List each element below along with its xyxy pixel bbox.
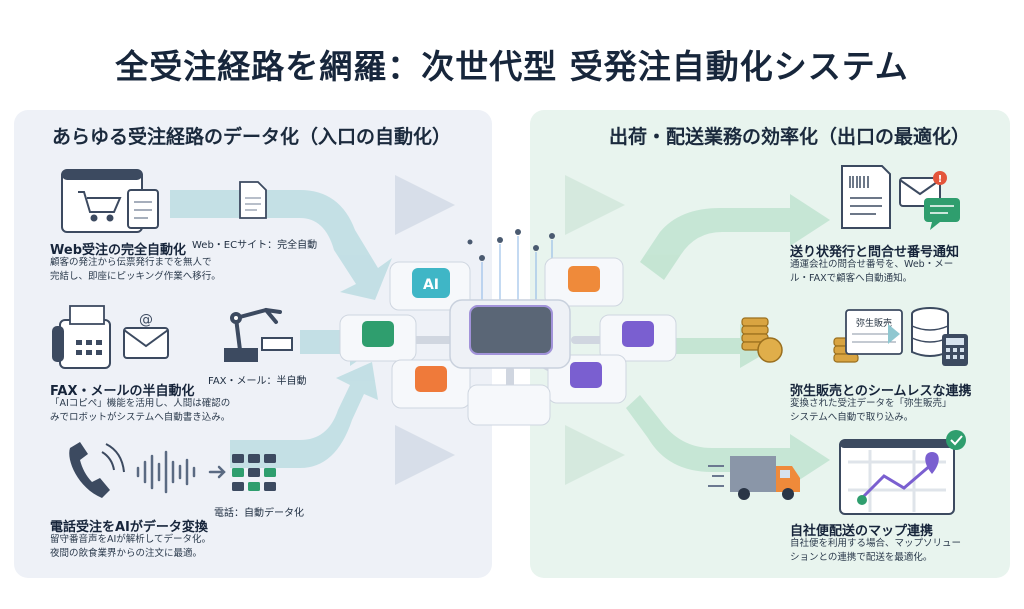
annotation-phone: 電話：自動データ化 xyxy=(214,508,304,519)
arrow-icon xyxy=(888,324,900,344)
yayoi-tag: 弥生販売 xyxy=(856,317,892,329)
item-desc-yayoi: 変換された受注データを「弥生販売」 システムへ自動で取り込み。 xyxy=(790,398,952,423)
settings-chip-icon xyxy=(570,362,602,388)
item-heading-label: 送り状発行と問合せ番号通知 xyxy=(790,245,960,260)
coins-icon xyxy=(741,317,859,363)
item-heading-fax: FAX・メールの半自動化 xyxy=(50,384,195,399)
document-chip-icon xyxy=(622,321,654,347)
map-icon xyxy=(839,430,966,515)
item-desc-fax: 「AIコピペ」機能を活用し、人間は確認の みでロボットがシステムへ自動書き込み。 xyxy=(50,398,231,423)
fax-icon xyxy=(52,305,111,369)
item-heading-web: Web受注の完全自動化 xyxy=(50,243,186,258)
item-desc-phone: 留守番音声をAIが解析してデータ化。 夜間の飲食業界からの注文に最適。 xyxy=(50,534,212,559)
cart-icon xyxy=(78,191,122,222)
annotation-fax: FAX・メール：半自動 xyxy=(208,376,307,387)
robot-arm-icon xyxy=(224,308,293,362)
svg-text:!: ! xyxy=(938,174,943,185)
document-icon xyxy=(239,181,267,219)
flow-arrow-map xyxy=(626,395,830,486)
right-panel-title: 出荷・配送業務の効率化（出口の最適化） xyxy=(609,126,971,148)
edit-chip-icon xyxy=(415,366,447,392)
input-chip-icon xyxy=(362,321,394,347)
output-chip-icon xyxy=(568,266,600,292)
flow-arrow-phone xyxy=(230,362,378,468)
item-heading-phone: 電話受注をAIがデータ変換 xyxy=(50,520,208,535)
mail-icon: @ xyxy=(123,312,169,359)
ai-chip-icon xyxy=(412,268,450,298)
flow-arrow-web xyxy=(170,190,392,300)
label-icon xyxy=(841,165,891,229)
calculator-icon xyxy=(942,334,968,366)
chat-icon xyxy=(924,198,960,230)
browser-cart-illustration xyxy=(61,169,159,233)
item-desc-web: 顧客の発注から伝票発行までを無人で 完結し、即座にピッキング作業へ移行。 xyxy=(50,257,221,282)
annotation-web: Web・ECサイト：完全自動 xyxy=(192,240,318,251)
flow-arrow-label xyxy=(640,194,830,280)
phone-icon xyxy=(69,442,125,498)
item-heading-yayoi: 弥生販売とのシームレスな連携 xyxy=(790,384,972,399)
processing-hub: AI xyxy=(339,229,677,426)
truck-icon xyxy=(708,456,800,500)
svg-text:@: @ xyxy=(139,312,153,328)
ai-label: AI xyxy=(423,277,439,293)
document-icon xyxy=(127,189,159,229)
keyboard-icon xyxy=(232,454,276,491)
item-desc-label: 通運会社の問合せ番号を、Web・メー ル・FAXで顧客へ自動通知。 xyxy=(790,259,954,284)
item-desc-map: 自社便を利用する場合、マップソリュー ションとの連携で配送を最適化。 xyxy=(790,538,962,563)
item-heading-map: 自社便配送のマップ連携 xyxy=(790,524,934,539)
soundwave-icon xyxy=(136,450,226,494)
left-panel-title: あらゆる受注経路のデータ化（入口の自動化） xyxy=(52,126,452,148)
page-title: 全受注経路を網羅：次世代型 受発注自動化システム xyxy=(115,47,909,86)
